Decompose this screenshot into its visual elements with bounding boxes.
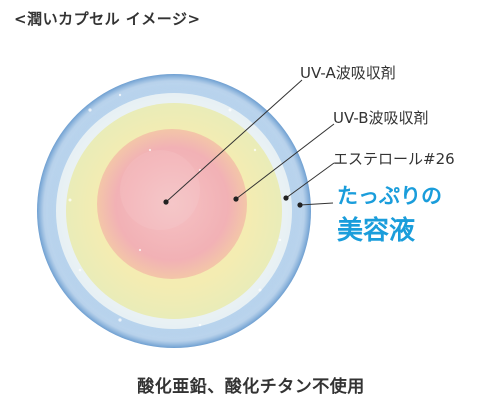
highlight-plenty: たっぷりの <box>337 184 442 208</box>
center-core <box>97 129 247 279</box>
footer-note: 酸化亜鉛、酸化チタン不使用 <box>137 377 365 397</box>
page-title: <潤いカプセル イメージ> <box>14 10 201 28</box>
dot-uva <box>163 199 169 205</box>
leader-serum <box>299 202 334 206</box>
label-uva-absorber: UV-A波吸収剤 <box>300 64 396 82</box>
leader-uvb <box>235 123 335 200</box>
capsule-rings <box>37 74 311 348</box>
center-highlight <box>120 150 200 230</box>
leader-dots <box>163 195 303 208</box>
leader-ester <box>285 162 335 199</box>
leader-uva <box>165 79 303 203</box>
highlight-serum: 美容液 <box>337 216 416 246</box>
dot-serum <box>297 202 303 208</box>
dot-ester <box>283 195 289 201</box>
dot-uvb <box>233 196 239 202</box>
sparkle-group <box>68 93 282 327</box>
label-uvb-absorber: UV-B波吸収剤 <box>333 109 429 127</box>
label-esterol: エステロール#26 <box>333 150 455 168</box>
leader-lines <box>165 79 335 206</box>
